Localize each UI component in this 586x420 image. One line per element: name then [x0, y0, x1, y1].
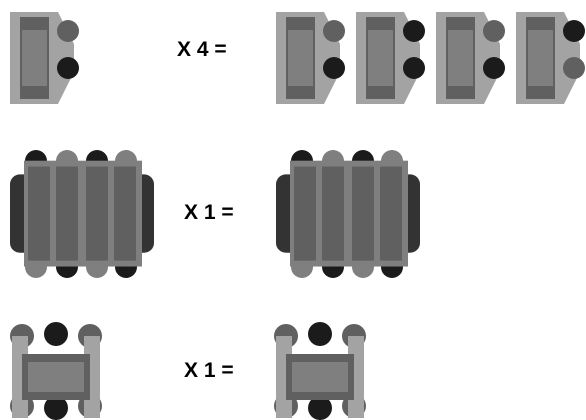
row-3-source-part — [10, 322, 102, 420]
row-1-result-part-2 — [356, 12, 425, 104]
row-2-source-part — [10, 150, 154, 278]
row-3-result-part — [274, 322, 366, 420]
row-1-multiplier-label: X 4 = — [177, 38, 227, 61]
row-1-result-part-4 — [516, 12, 585, 104]
row-2-multiplier-label: X 1 = — [184, 201, 234, 224]
row-1-result-part-3 — [436, 12, 505, 104]
row-1-result-part-1 — [276, 12, 345, 104]
row-2-result-part — [276, 150, 420, 278]
row-1-source-part — [10, 12, 79, 104]
row-3-multiplier-label: X 1 = — [184, 359, 234, 382]
